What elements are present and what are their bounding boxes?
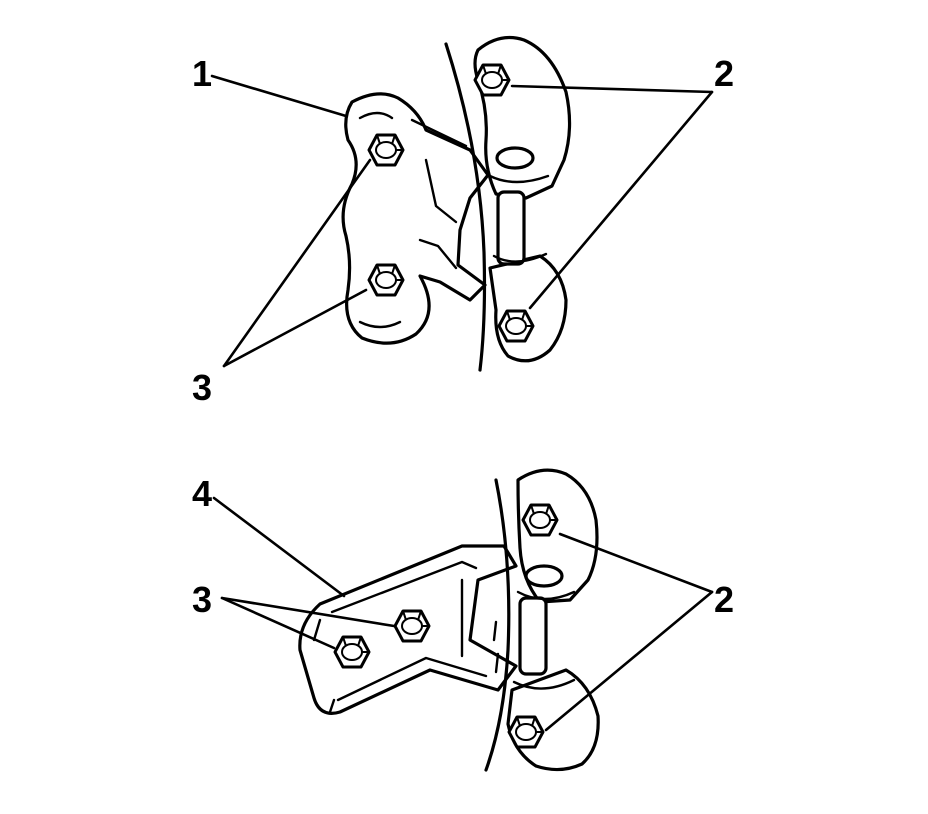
upper-bracket-bolt-upper	[367, 133, 405, 167]
lower-plate-bolt-lower	[507, 715, 545, 749]
upper-hinge-assembly: 1 2 3	[192, 36, 734, 408]
leader-line-2b-bottom	[544, 590, 714, 732]
callout-2-bottom: 2	[714, 579, 734, 620]
leader-line-3b-bottom	[220, 596, 396, 628]
upper-plate-bolt-upper	[473, 63, 511, 97]
lower-door-edge-line	[484, 478, 511, 772]
leader-line-4	[212, 496, 346, 598]
leader-line-3a-top	[222, 158, 372, 368]
upper-plate-bolt-lower	[497, 309, 535, 343]
leader-line-3a-bottom	[220, 596, 336, 650]
leader-line-1	[210, 74, 348, 118]
lower-hinge-assembly: 4 3 2	[192, 468, 734, 772]
upper-bracket-bolt-lower	[367, 263, 405, 297]
lower-pin-shadow-b	[494, 652, 500, 674]
callout-1: 1	[192, 53, 212, 94]
leader-line-2a-top	[510, 84, 714, 94]
leader-line-2a-bottom	[558, 532, 714, 594]
upper-body-hinge-bracket	[341, 92, 490, 345]
leader-line-3b-top	[222, 288, 368, 368]
callout-3-top: 3	[192, 367, 212, 408]
callout-3-bottom: 3	[192, 579, 212, 620]
leader-line-2b-top	[528, 90, 714, 310]
callout-4: 4	[192, 473, 212, 514]
lower-bracket-bolt-left	[333, 635, 371, 669]
lower-plate-bolt-upper	[521, 503, 559, 537]
lower-pin-shadow-a	[492, 620, 498, 642]
callout-2-top: 2	[714, 53, 734, 94]
upper-door-edge-line	[444, 42, 487, 372]
lower-bracket-bolt-right	[393, 609, 431, 643]
